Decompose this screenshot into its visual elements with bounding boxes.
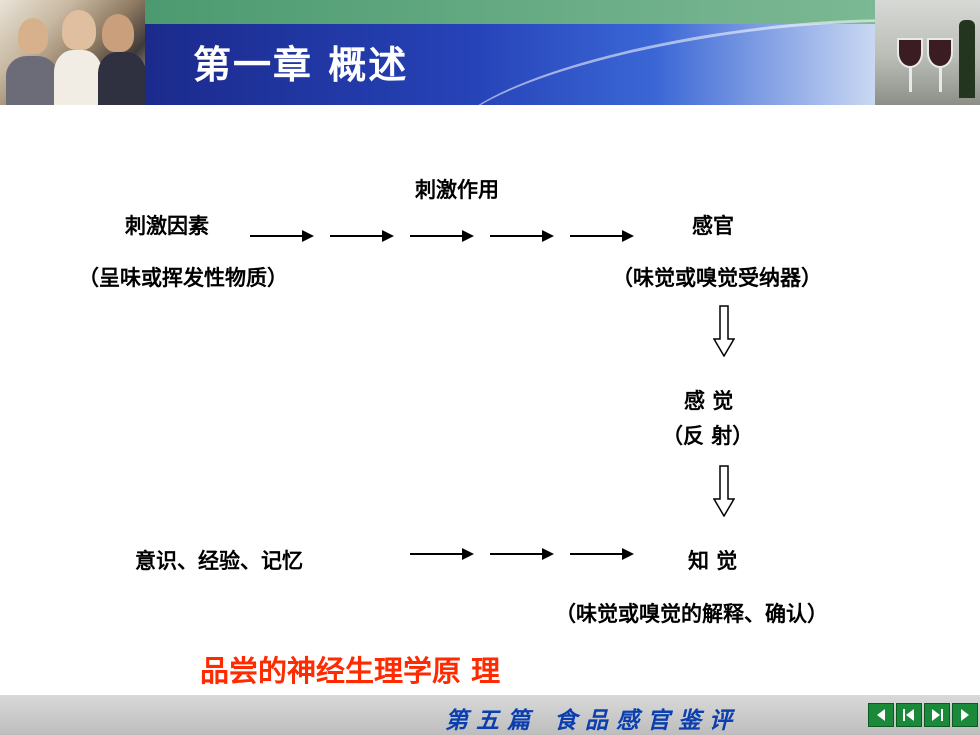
stimulus-factor-label: 刺激因素 bbox=[125, 213, 209, 238]
last-icon bbox=[932, 709, 943, 721]
slide-title: 第一章 概述 bbox=[193, 43, 409, 87]
people-photo-icon bbox=[0, 0, 145, 105]
wine-glasses-photo-icon bbox=[875, 0, 980, 105]
arrow-icon bbox=[410, 548, 474, 560]
stimulus-factor-note: （呈味或挥发性物质） bbox=[78, 265, 288, 290]
arrow-icon bbox=[410, 230, 474, 242]
down-arrow-icon bbox=[713, 465, 735, 517]
perception-label: 知 觉 bbox=[688, 548, 738, 573]
next-button[interactable] bbox=[952, 703, 978, 727]
title-banner: 第一章 概述 bbox=[145, 0, 875, 105]
slide-footer: 第五篇 食品感官鉴评 bbox=[0, 695, 980, 735]
stimulus-action-label: 刺激作用 bbox=[415, 177, 499, 202]
arrow-icon bbox=[570, 230, 634, 242]
sense-organ-label: 感官 bbox=[692, 213, 734, 238]
arrow-icon bbox=[570, 548, 634, 560]
first-slide-button[interactable] bbox=[896, 703, 922, 727]
slide-header: 第一章 概述 bbox=[0, 0, 980, 105]
arrow-icon bbox=[490, 548, 554, 560]
arrow-icon bbox=[250, 230, 314, 242]
first-icon bbox=[903, 709, 914, 721]
last-slide-button[interactable] bbox=[924, 703, 950, 727]
footer-text: 第五篇 食品感官鉴评 bbox=[445, 707, 741, 734]
arrow-icon bbox=[330, 230, 394, 242]
navigation-buttons bbox=[868, 703, 978, 727]
sense-organ-note: （味觉或嗅觉受纳器） bbox=[612, 265, 822, 290]
previous-button[interactable] bbox=[868, 703, 894, 727]
sensation-label: 感 觉 bbox=[684, 388, 734, 413]
sensation-note: （反 射） bbox=[662, 423, 754, 448]
previous-icon bbox=[877, 709, 885, 721]
slide-subtitle: 品尝的神经生理学原 理 bbox=[200, 654, 501, 688]
arrow-icon bbox=[490, 230, 554, 242]
next-icon bbox=[961, 709, 969, 721]
down-arrow-icon bbox=[713, 305, 735, 357]
consciousness-label: 意识、经验、记忆 bbox=[135, 548, 303, 573]
perception-note: （味觉或嗅觉的解释、确认） bbox=[555, 601, 828, 626]
